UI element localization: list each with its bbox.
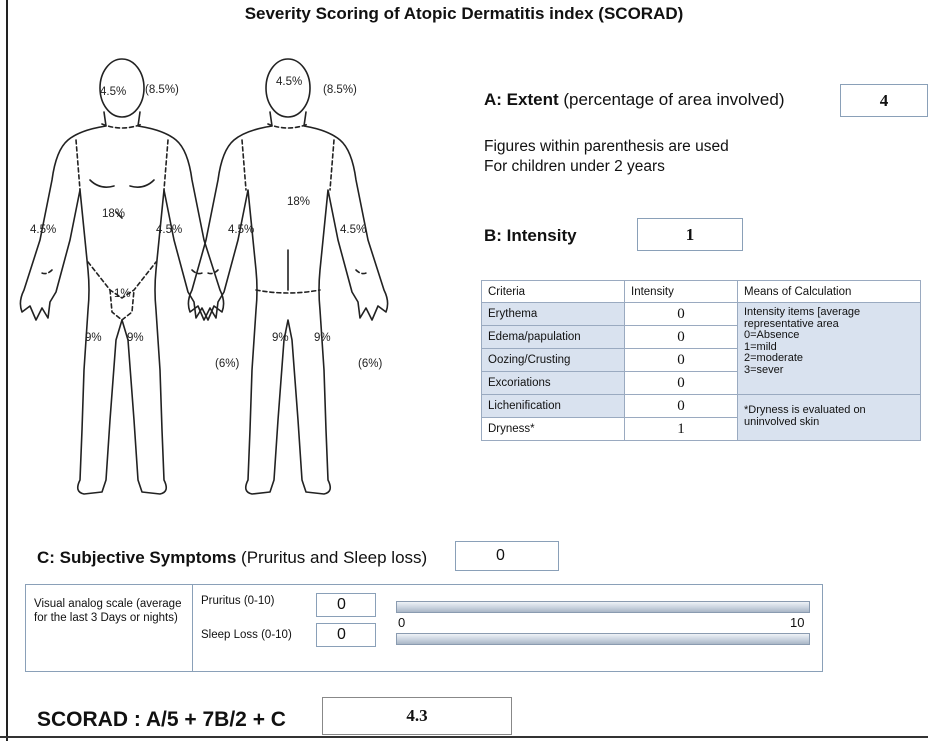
calc-cell: Intensity items [average representative …: [738, 303, 921, 395]
front-leg-child-pct: (6%): [215, 358, 239, 370]
criteria-name: Oozing/Crusting: [482, 349, 625, 372]
criteria-value[interactable]: 0: [625, 349, 738, 372]
front-head-pct: 4.5%: [100, 86, 126, 98]
scorad-formula-label: SCORAD : A/5 + 7B/2 + C: [37, 708, 286, 732]
pruritus-slider[interactable]: [396, 601, 810, 613]
header-criteria: Criteria: [482, 281, 625, 303]
back-head-pct: 4.5%: [276, 76, 302, 88]
table-row: Erythema 0 Intensity items [average repr…: [482, 303, 921, 326]
front-body-figure: [20, 59, 223, 494]
subjective-label-rest: (Pruritus and Sleep loss): [236, 548, 427, 567]
extent-note-line2: For children under 2 years: [484, 157, 729, 177]
criteria-name: Excoriations: [482, 372, 625, 395]
intensity-criteria-table: Criteria Intensity Means of Calculation …: [481, 280, 921, 441]
table-header-row: Criteria Intensity Means of Calculation: [482, 281, 921, 303]
criteria-value[interactable]: 0: [625, 395, 738, 418]
subjective-label: C: Subjective Symptoms (Pruritus and Sle…: [37, 548, 427, 568]
dryness-note-cell: *Dryness is evaluated on uninvolved skin: [738, 395, 921, 441]
scale-max-label: 10: [790, 615, 804, 630]
sleep-loss-label: Sleep Loss (0-10): [201, 629, 292, 641]
back-arm-left-pct: 4.5%: [228, 224, 254, 236]
extent-label-bold: A: Extent: [484, 90, 559, 109]
calc-text: Intensity items [average representative …: [744, 303, 914, 376]
page-title: Severity Scoring of Atopic Dermatitis in…: [0, 4, 928, 24]
pruritus-label: Pruritus (0-10): [201, 595, 275, 607]
vas-label: Visual analog scale (average for the las…: [34, 597, 184, 625]
front-arm-right-pct: 4.5%: [156, 224, 182, 236]
criteria-value[interactable]: 0: [625, 303, 738, 326]
intensity-label: B: Intensity: [484, 226, 577, 246]
extent-label-rest: (percentage of area involved): [559, 90, 785, 109]
criteria-name: Lichenification: [482, 395, 625, 418]
header-intensity: Intensity: [625, 281, 738, 303]
bottom-border: [0, 736, 928, 738]
back-arm-right-pct: 4.5%: [340, 224, 366, 236]
criteria-name: Edema/papulation: [482, 326, 625, 349]
subjective-label-bold: C: Subjective Symptoms: [37, 548, 236, 567]
front-arm-left-pct: 4.5%: [30, 224, 56, 236]
extent-note: Figures within parenthesis are used For …: [484, 137, 729, 177]
dryness-note: *Dryness is evaluated on uninvolved skin: [744, 395, 914, 428]
subjective-value-field[interactable]: 0: [455, 541, 559, 571]
back-leg-left-pct: 9%: [272, 332, 289, 344]
intensity-value-field[interactable]: 1: [637, 218, 743, 251]
back-head-child-pct: (8.5%): [323, 84, 357, 96]
criteria-name: Erythema: [482, 303, 625, 326]
body-diagram: [10, 40, 430, 510]
front-leg-right-pct: 9%: [127, 332, 144, 344]
front-leg-left-pct: 9%: [85, 332, 102, 344]
pruritus-value-field[interactable]: 0: [316, 593, 376, 617]
scale-min-label: 0: [398, 615, 405, 630]
front-trunk-pct: 18%: [102, 208, 125, 220]
extent-label: A: Extent (percentage of area involved): [484, 90, 784, 110]
criteria-name: Dryness*: [482, 418, 625, 441]
back-leg-right-pct: 9%: [314, 332, 331, 344]
criteria-value[interactable]: 0: [625, 372, 738, 395]
table-row: Lichenification 0 *Dryness is evaluated …: [482, 395, 921, 418]
back-leg-child-pct: (6%): [358, 358, 382, 370]
left-border: [6, 0, 8, 741]
criteria-value[interactable]: 0: [625, 326, 738, 349]
extent-value-field[interactable]: 4: [840, 84, 928, 117]
vas-divider: [192, 585, 193, 671]
extent-note-line1: Figures within parenthesis are used: [484, 137, 729, 157]
back-trunk-pct: 18%: [287, 196, 310, 208]
scorad-value-field[interactable]: 4.3: [322, 697, 512, 735]
sleep-loss-slider[interactable]: [396, 633, 810, 645]
sleep-loss-value-field[interactable]: 0: [316, 623, 376, 647]
front-genital-pct: 1%: [114, 288, 131, 300]
back-body-figure: [188, 59, 387, 494]
header-means: Means of Calculation: [738, 281, 921, 303]
front-head-child-pct: (8.5%): [145, 84, 179, 96]
criteria-value[interactable]: 1: [625, 418, 738, 441]
vas-panel: Visual analog scale (average for the las…: [25, 584, 823, 672]
